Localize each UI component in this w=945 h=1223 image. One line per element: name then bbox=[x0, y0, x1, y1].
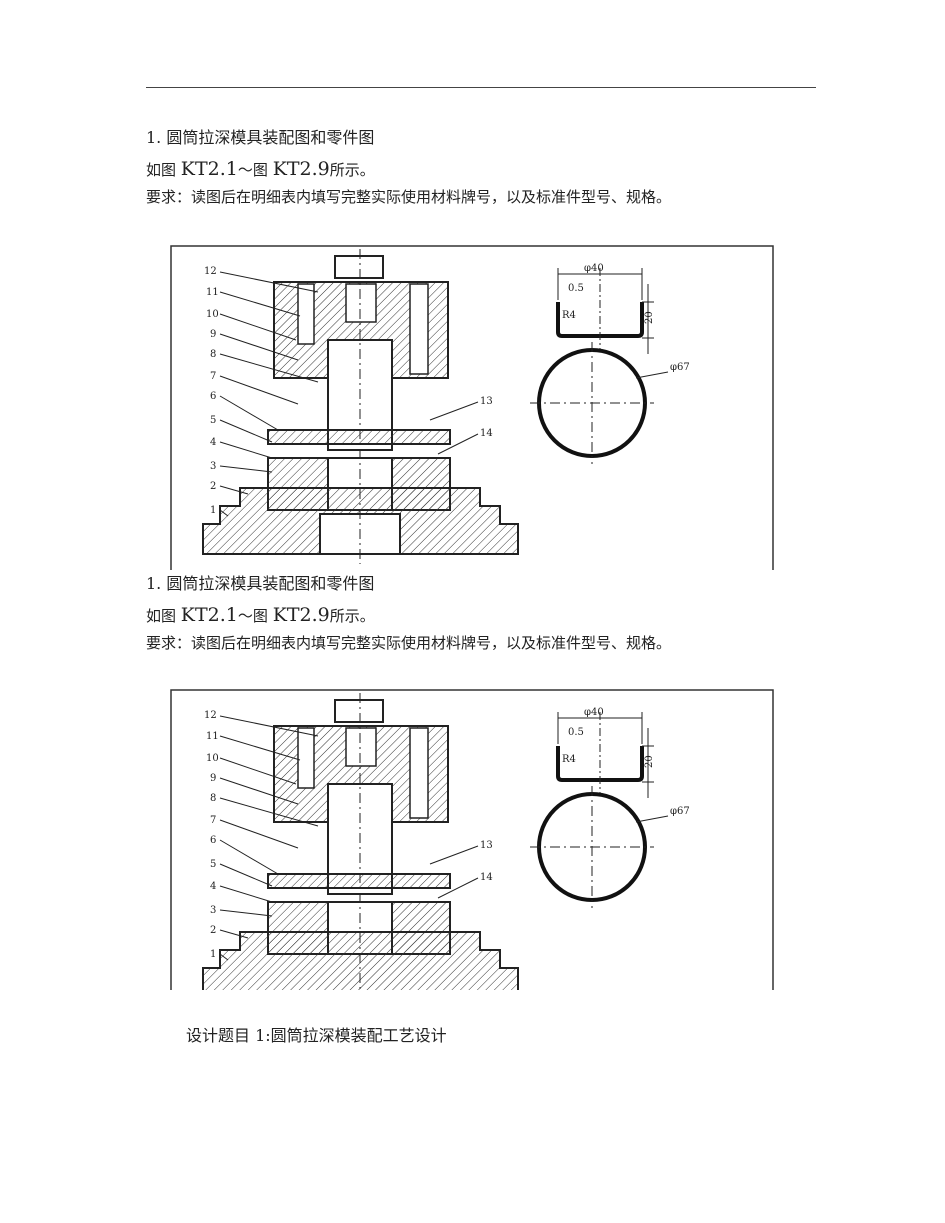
part-label-9: 9 bbox=[210, 329, 216, 340]
dim-radius: R4 bbox=[562, 754, 576, 765]
part-label-13: 13 bbox=[480, 396, 493, 407]
dim-cup-diameter: φ40 bbox=[584, 263, 604, 274]
header-rule bbox=[146, 87, 816, 88]
heading-text: 圆筒拉深模具装配图和零件图 bbox=[166, 128, 375, 147]
assembly-drawing-repeat: 12 11 10 9 8 7 6 5 4 3 2 1 13 14 φ40 bbox=[168, 688, 776, 990]
part-label-2: 2 bbox=[210, 925, 216, 936]
part-label-5: 5 bbox=[210, 415, 216, 426]
part-label-4: 4 bbox=[210, 881, 216, 892]
part-label-2: 2 bbox=[210, 481, 216, 492]
ref-figure-b: KT2.9 bbox=[272, 604, 330, 626]
section-heading-repeat: 1. 圆筒拉深模具装配图和零件图 bbox=[146, 570, 374, 594]
part-label-7: 7 bbox=[210, 815, 216, 826]
part-label-14: 14 bbox=[480, 872, 493, 883]
heading-text: 圆筒拉深模具装配图和零件图 bbox=[166, 574, 375, 593]
part-label-3: 3 bbox=[210, 461, 216, 472]
section-heading: 1. 圆筒拉深模具装配图和零件图 bbox=[146, 124, 374, 148]
part-label-9: 9 bbox=[210, 773, 216, 784]
heading-number: 1. bbox=[146, 574, 162, 593]
part-label-14: 14 bbox=[480, 428, 493, 439]
ref-prefix: 如图 bbox=[146, 607, 177, 625]
ref-prefix: 如图 bbox=[146, 161, 177, 179]
drawing-svg-repeat: 12 11 10 9 8 7 6 5 4 3 2 1 13 14 φ40 bbox=[170, 689, 774, 990]
ref-separator: ～图 bbox=[237, 607, 268, 625]
assembly-drawing: 12 11 10 9 8 7 6 5 4 3 2 1 13 14 φ40 bbox=[168, 244, 776, 570]
dim-thickness: 0.5 bbox=[568, 283, 584, 294]
part-label-12: 12 bbox=[204, 266, 217, 277]
dim-height: 20 bbox=[644, 755, 655, 768]
part-label-1: 1 bbox=[210, 949, 216, 960]
ref-suffix: 所示。 bbox=[329, 607, 375, 625]
part-label-12: 12 bbox=[204, 710, 217, 721]
part-label-11: 11 bbox=[206, 287, 219, 298]
part-label-8: 8 bbox=[210, 793, 216, 804]
part-label-10: 10 bbox=[206, 753, 219, 764]
part-label-3: 3 bbox=[210, 905, 216, 916]
ref-separator: ～图 bbox=[237, 161, 268, 179]
part-label-6: 6 bbox=[210, 835, 216, 846]
part-label-7: 7 bbox=[210, 371, 216, 382]
ref-figure-a: KT2.1 bbox=[180, 604, 238, 626]
dim-blank-diameter: φ67 bbox=[670, 806, 690, 817]
part-label-10: 10 bbox=[206, 309, 219, 320]
part-label-4: 4 bbox=[210, 437, 216, 448]
dim-cup-diameter: φ40 bbox=[584, 707, 604, 718]
drawing-svg: 12 11 10 9 8 7 6 5 4 3 2 1 13 14 φ40 bbox=[170, 245, 774, 570]
heading-number: 1. bbox=[146, 128, 162, 147]
part-label-1: 1 bbox=[210, 505, 216, 516]
document-page bbox=[9, 22, 936, 1223]
dim-blank-diameter: φ67 bbox=[670, 362, 690, 373]
figure-reference: 如图 KT2.1～图 KT2.9所示。 bbox=[146, 158, 375, 180]
dim-radius: R4 bbox=[562, 310, 576, 321]
ref-suffix: 所示。 bbox=[329, 161, 375, 179]
part-label-6: 6 bbox=[210, 391, 216, 402]
part-label-8: 8 bbox=[210, 349, 216, 360]
ref-figure-a: KT2.1 bbox=[180, 158, 238, 180]
requirement-text: 要求：读图后在明细表内填写完整实际使用材料牌号，以及标准件型号、规格。 bbox=[146, 188, 672, 206]
part-label-11: 11 bbox=[206, 731, 219, 742]
ref-figure-b: KT2.9 bbox=[272, 158, 330, 180]
part-label-5: 5 bbox=[210, 859, 216, 870]
design-topic-title: 设计题目 1:圆筒拉深模装配工艺设计 bbox=[186, 1026, 447, 1045]
part-label-13: 13 bbox=[480, 840, 493, 851]
figure-reference-repeat: 如图 KT2.1～图 KT2.9所示。 bbox=[146, 604, 375, 626]
dim-thickness: 0.5 bbox=[568, 727, 584, 738]
dim-height: 20 bbox=[644, 311, 655, 324]
requirement-text-repeat: 要求：读图后在明细表内填写完整实际使用材料牌号，以及标准件型号、规格。 bbox=[146, 634, 672, 652]
